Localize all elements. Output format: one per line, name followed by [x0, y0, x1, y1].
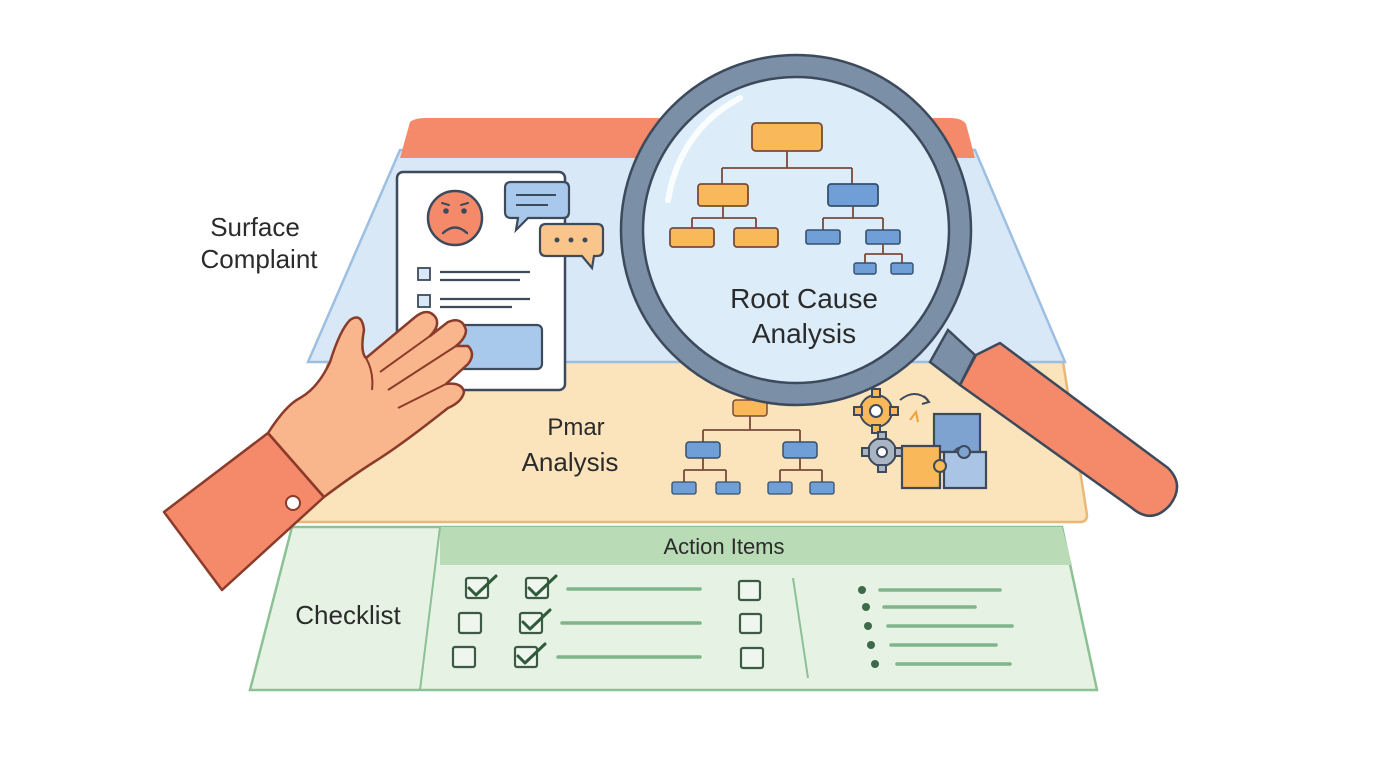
sad-face-icon — [426, 189, 484, 247]
gear-icon — [853, 388, 931, 473]
checklist-row — [464, 574, 762, 602]
speech-bubble-icon — [538, 222, 605, 271]
magnifying-glass: Root Cause Analysis — [619, 53, 1179, 517]
checklist-row — [451, 642, 765, 670]
analysis-layer: Pmar Analysis — [289, 353, 1089, 524]
hand-palm — [266, 310, 474, 499]
surface-label-line1: Surface — [210, 212, 300, 242]
action-items-header: Action Items — [663, 534, 784, 559]
checklist-label: Checklist — [295, 600, 401, 630]
action-items-header-band — [440, 527, 1072, 565]
action-items-layer: Action Items Checklist — [248, 525, 1099, 692]
root-cause-label-line1: Root Cause — [730, 283, 878, 314]
magnifier-handle — [958, 341, 1179, 517]
hierarchy-tree-icon — [671, 399, 835, 495]
speech-bubble-icon — [503, 180, 571, 234]
bullet-list — [858, 586, 1014, 668]
magnifier-lens — [641, 75, 951, 385]
checklist-row — [457, 608, 763, 635]
surface-label-line2: Complaint — [200, 244, 318, 274]
puzzle-icon — [900, 412, 988, 490]
analysis-label-line1: Pmar — [547, 414, 604, 441]
hand-icon — [162, 310, 474, 592]
analysis-label-line2: Analysis — [522, 447, 619, 477]
hierarchy-tree-icon — [669, 122, 914, 275]
root-cause-label-line2: Analysis — [752, 318, 856, 349]
